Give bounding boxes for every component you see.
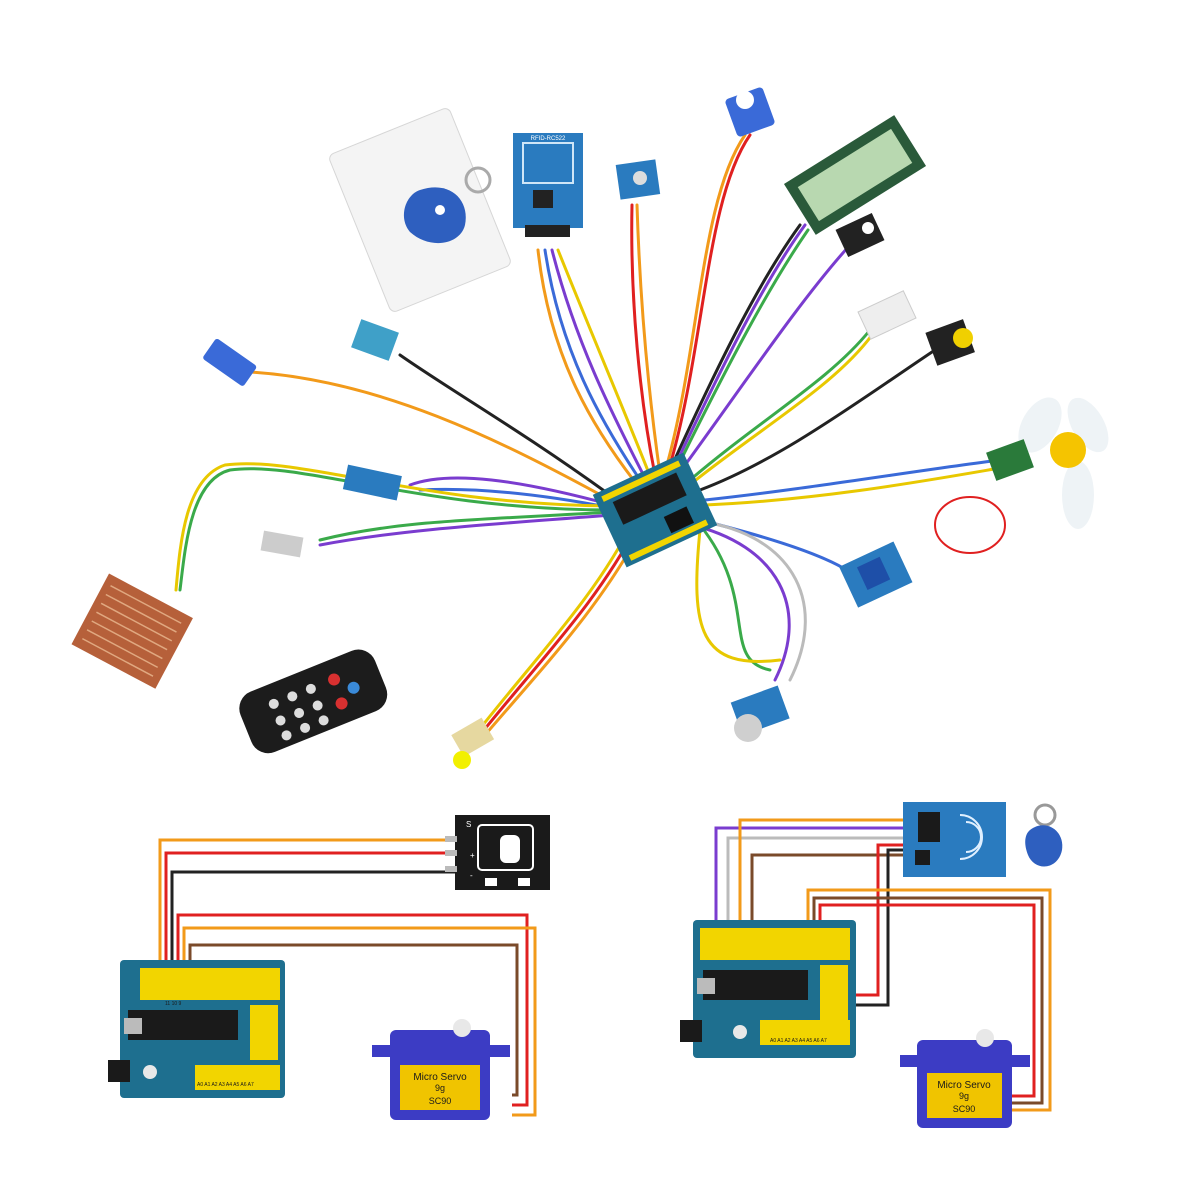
central-controller-board (592, 452, 718, 568)
rfid-reader-label: RFID-RC522 (531, 136, 566, 142)
wiring-diagram-right: A0 A1 A2 A3 A4 A5 A6 A7 Micro Servo 9g S… (680, 802, 1063, 1128)
micro-servo-right: Micro Servo 9g SC90 (900, 1029, 1030, 1128)
sensor-module-ky: S + - (445, 815, 550, 890)
nano-shield-board-left: 11 10 9 A0 A1 A2 A3 A4 A5 A6 A7 (108, 960, 285, 1098)
rfid-reader-module: RFID-RC522 (513, 133, 583, 237)
servo-label-line2-right: 9g (959, 1091, 969, 1101)
relay-module (839, 541, 913, 608)
sensor-module-left-mid (342, 464, 402, 501)
potentiometer-module (835, 212, 885, 258)
micro-servo-left: Micro Servo 9g SC90 (372, 1019, 510, 1120)
module-pin-plus: + (470, 851, 475, 860)
sensor-module-white (857, 290, 917, 340)
ir-remote-control (239, 649, 388, 754)
module-pin-minus: - (470, 871, 473, 880)
shield-pins-d-mid: 11 10 9 (165, 1001, 182, 1007)
sensor-module-left-small (260, 530, 304, 558)
dht-sensor-module (351, 319, 399, 361)
nano-shield-board-right: A0 A1 A2 A3 A4 A5 A6 A7 (680, 920, 856, 1058)
servo-model-right: SC90 (953, 1104, 976, 1114)
kit-photo: RFID-RC522 (71, 87, 1109, 769)
servo-label-line1: Micro Servo (413, 1072, 467, 1083)
wiring-diagram-left: S + - 11 10 9 A0 A1 A2 A3 A4 A5 A6 A7 Mi… (108, 815, 550, 1120)
lcd-display-module (783, 115, 927, 235)
diagram-left-wires (158, 838, 537, 1117)
rfid-keyfob (403, 166, 492, 244)
servo-model: SC90 (429, 1096, 452, 1106)
sensor-module-top (615, 159, 661, 200)
fan-module (986, 397, 1109, 529)
servo-label-line1-right: Micro Servo (937, 1080, 991, 1091)
shield-pins-analog: A0 A1 A2 A3 A4 A5 A6 A7 (197, 1082, 254, 1088)
diagram-right-wires (714, 818, 1052, 1112)
push-button-module (925, 319, 975, 366)
wire-bundle (174, 133, 1006, 737)
module-pin-s: S (466, 820, 471, 829)
rfid-tag-diagram (1025, 803, 1063, 867)
rain-sensor-board (71, 573, 193, 689)
servo-motor-top (725, 87, 775, 137)
servo-label-line2: 9g (435, 1083, 445, 1093)
rfid-reader-diagram (903, 802, 1006, 877)
gas-sensor-module (730, 685, 790, 742)
shield-pins-analog-right: A0 A1 A2 A3 A4 A5 A6 A7 (770, 1038, 827, 1044)
led-module-yellow (451, 717, 495, 769)
servo-motor-left (203, 339, 257, 386)
